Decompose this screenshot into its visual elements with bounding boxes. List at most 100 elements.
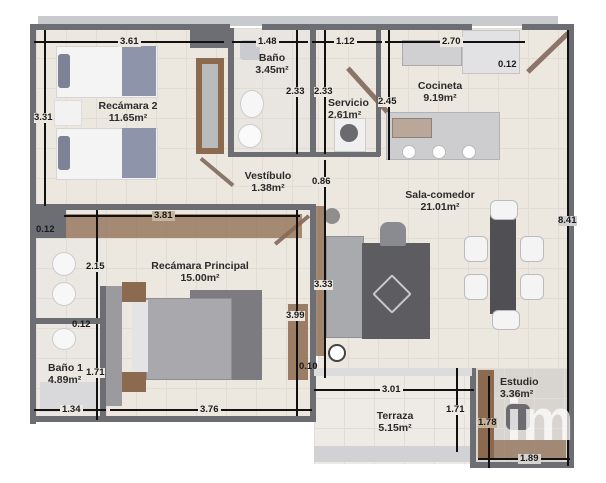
room-label-cocineta: Cocineta 9.19m² (410, 80, 470, 104)
wall-right (568, 24, 574, 468)
dim-servicio-width: 1.12 (334, 36, 357, 47)
wall-servicio-right (376, 28, 381, 156)
room-label-bano: Baño 3.45m² (250, 52, 294, 76)
dim-servicio-height: 2.33 (314, 86, 333, 97)
room-name: Baño 1 (48, 362, 84, 374)
desk-estudio-bottom (478, 440, 566, 458)
dim-bano-width: 1.48 (256, 36, 279, 47)
room-label-vestibulo: Vestíbulo 1.38m² (240, 170, 296, 194)
nightstand (54, 100, 82, 126)
dim-vestibulo-gap: 0.86 (312, 176, 331, 187)
room-label-estudio: Estudio 3.36m² (500, 376, 546, 400)
room-area: 3.45m² (255, 64, 289, 76)
dim-terraza-height: 1.71 (446, 404, 465, 415)
rug (362, 243, 430, 339)
dim-recp-height: 3.99 (286, 310, 305, 321)
stool-2 (432, 145, 446, 159)
room-label-bano-1: Baño 1 4.89m² (48, 362, 88, 386)
wall-estudio-bottom (470, 462, 574, 468)
wall-left-lower (30, 204, 36, 424)
closet-rec2-door (202, 64, 218, 148)
wall-bano-left (228, 28, 234, 156)
lamp (328, 344, 346, 362)
desk-estudio (478, 370, 494, 460)
dim-bano1-height: 1.71 (86, 367, 105, 378)
room-area: 21.01m² (420, 201, 460, 213)
room-area: 11.65m² (108, 112, 148, 124)
room-area: 5.15m² (378, 422, 412, 434)
plant (324, 208, 340, 224)
toilet-bano1 (52, 328, 76, 350)
bed-upper-pillow (58, 54, 70, 88)
wall-pillar-left (30, 204, 66, 238)
kitchen-sink (392, 118, 432, 138)
dining-chair (464, 236, 488, 262)
dresser (288, 304, 308, 380)
dining-chair (520, 236, 544, 262)
wall-bottom-left (30, 416, 316, 422)
dim-estudio-width: 1.89 (518, 453, 541, 464)
room-area: 3.36m² (500, 388, 534, 400)
wall-top-left (30, 24, 230, 30)
room-label-servicio: Servicio 2.61m² (328, 97, 374, 121)
wall-bano1-right (100, 286, 106, 422)
bed-principal-pillows (132, 300, 148, 372)
bed-principal (146, 298, 232, 380)
room-name: Terraza (376, 410, 414, 422)
wall-top-right (522, 24, 574, 30)
dim-wall-top-right: 0.12 (498, 59, 517, 70)
dim-cocineta-width: 2.70 (440, 36, 463, 47)
toilet-bano (240, 90, 264, 118)
wall-left (30, 24, 36, 204)
room-area: 15.00m² (180, 272, 220, 284)
dining-table (490, 210, 516, 314)
dim-cocineta-height: 2.45 (378, 96, 397, 107)
room-name: Servicio (328, 97, 369, 109)
dining-chair (490, 200, 518, 220)
dim-line-total-height (567, 30, 569, 466)
dim-wall-left: 0.12 (36, 224, 55, 235)
terraza-railing (314, 368, 472, 376)
dim-bano1-upper: 2.15 (86, 261, 105, 272)
stool-1 (402, 145, 416, 159)
dim-rec2-height: 3.31 (34, 112, 53, 123)
dim-wall-bottom: 0.10 (299, 361, 318, 372)
wall-bano-right (310, 28, 316, 156)
room-name: Sala-comedor (405, 189, 475, 201)
dim-terraza-width: 3.01 (380, 384, 403, 395)
roof-edge-top (38, 16, 558, 26)
dim-estudio-height: 1.78 (478, 417, 497, 428)
fridge (462, 30, 520, 74)
wall-bano1-top (30, 318, 106, 324)
wall-rec2-bottom (30, 204, 316, 210)
wall-recp-right (310, 204, 316, 420)
room-name: Recámara 2 (98, 100, 158, 112)
armchair (380, 222, 406, 246)
wall-top-mid (262, 24, 472, 30)
sink-bano1-b (52, 282, 76, 306)
dim-line-recp-width (64, 215, 300, 217)
dim-recp-bottom-width: 3.76 (198, 404, 221, 415)
room-label-terraza: Terraza 5.15m² (370, 410, 420, 434)
dim-recp-width: 3.81 (152, 210, 175, 221)
wall-bano-bottom (228, 152, 380, 157)
dim-rec2-width: 3.61 (118, 36, 141, 47)
room-label-recamara-2: Recámara 2 11.65m² (92, 100, 164, 124)
dim-bano-height: 2.33 (286, 86, 305, 97)
dining-chair (492, 310, 520, 330)
nightstand-principal-bottom (122, 372, 146, 392)
room-label-recamara-principal: Recámara Principal 15.00m² (148, 260, 252, 284)
dining-chair (464, 274, 488, 300)
bed-lower-blanket (122, 128, 156, 178)
room-name: Estudio (500, 376, 539, 388)
dim-wall-bano1: 0.12 (72, 319, 91, 330)
bed-lower-pillow (58, 136, 70, 170)
floor-vestibulo (232, 156, 318, 208)
wall-terraza-divider (470, 368, 476, 468)
dim-line-sala-height (324, 160, 326, 378)
dining-chair (520, 274, 544, 300)
stool-3 (462, 145, 476, 159)
wall-closet-box (190, 28, 230, 48)
room-name: Recámara Principal (151, 260, 249, 272)
